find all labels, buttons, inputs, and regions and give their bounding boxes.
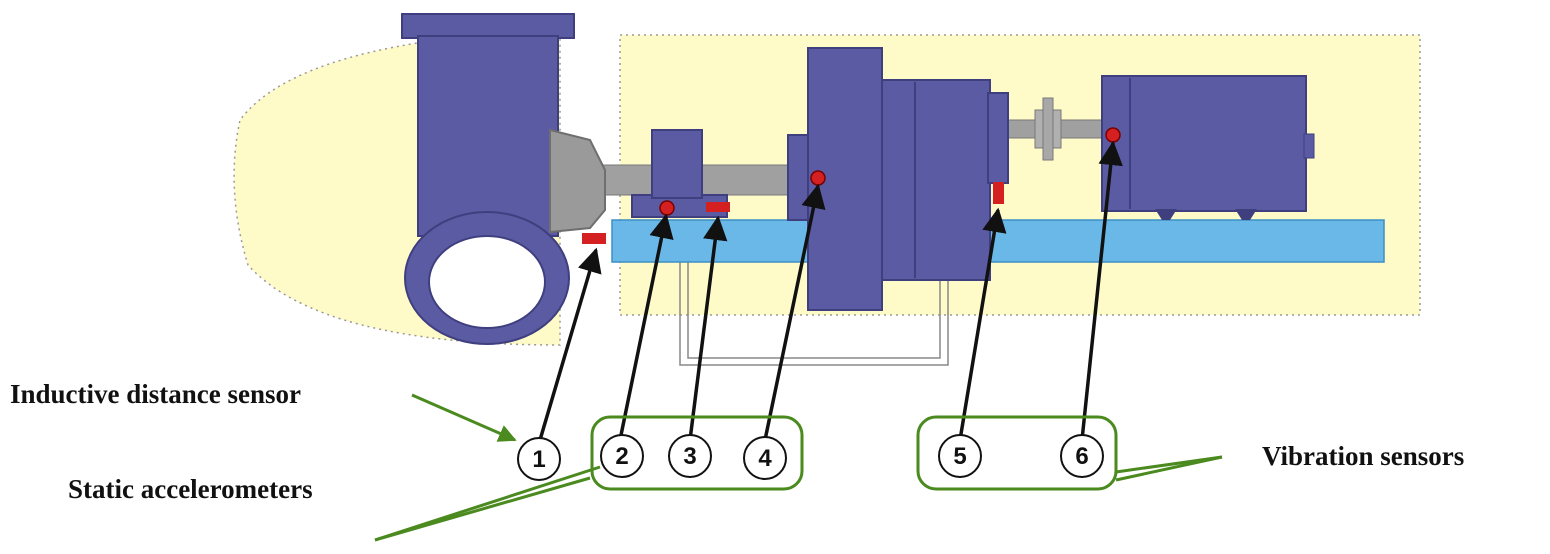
sensor-marker-4 bbox=[810, 170, 826, 186]
sensor-number-6: 6 bbox=[1075, 443, 1088, 470]
sensor-number-4: 4 bbox=[758, 445, 772, 472]
bearing-block bbox=[631, 129, 728, 218]
callout-leaders bbox=[374, 393, 1223, 542]
sensor-marker-2 bbox=[659, 200, 675, 216]
pump bbox=[401, 13, 606, 345]
pointer-arrows bbox=[538, 140, 1123, 441]
sensor-marker-1 bbox=[582, 233, 606, 244]
gearbox bbox=[787, 47, 1009, 311]
sensor-callout-5: 5 bbox=[938, 434, 982, 478]
sensor-number-3: 3 bbox=[683, 443, 696, 470]
sensor-callout-6: 6 bbox=[1060, 434, 1104, 478]
sensor-marker-5 bbox=[993, 182, 1004, 204]
sensor-callout-4: 4 bbox=[743, 436, 787, 480]
sensor-number-2: 2 bbox=[615, 443, 628, 470]
static-accelerometers-group-box bbox=[590, 415, 804, 491]
cable-loop bbox=[679, 262, 949, 366]
vibration-sensors-group-box bbox=[916, 415, 1118, 491]
vibration-sensors-label: Vibration sensors bbox=[1262, 441, 1465, 471]
motor bbox=[1101, 75, 1315, 220]
shaft-coupling bbox=[1034, 97, 1062, 161]
base-plate bbox=[611, 219, 1385, 263]
sensor-number-5: 5 bbox=[953, 443, 966, 470]
sensor-callout-3: 3 bbox=[668, 434, 712, 478]
static-accelerometers-label: Static accelerometers bbox=[68, 474, 313, 504]
inductive-distance-sensor-label: Inductive distance sensor bbox=[10, 379, 302, 409]
sensor-number-1: 1 bbox=[532, 446, 545, 473]
sensor-marker-3 bbox=[706, 202, 730, 212]
sensor-callout-1: 1 bbox=[517, 437, 561, 481]
sensor-callout-2: 2 bbox=[600, 434, 644, 478]
sensor-marker-6 bbox=[1105, 127, 1121, 143]
